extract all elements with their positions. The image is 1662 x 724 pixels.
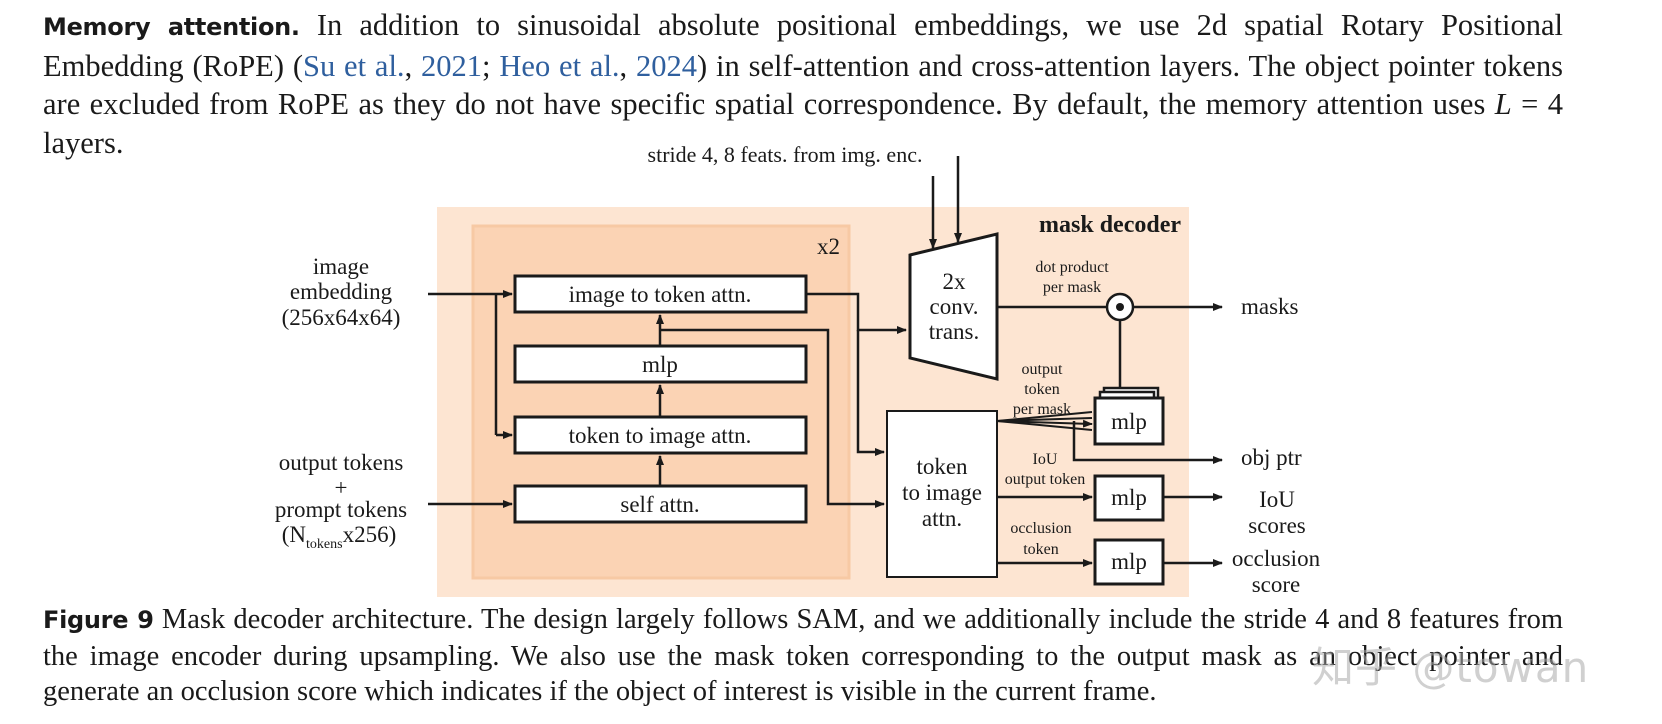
iou-mlp-label: mlp: [1111, 485, 1147, 510]
tokens-dim-label: (Ntokensx256): [282, 522, 397, 552]
output-iou-label-1: IoU: [1259, 487, 1295, 512]
conv-label-1: 2x: [943, 269, 967, 294]
math-equals: = 4: [1511, 87, 1563, 121]
figure-label: Figure 9: [43, 606, 154, 634]
image-to-token-attn-box: [513, 274, 808, 314]
image-embedding-label-3: (256x64x64): [282, 305, 401, 330]
conv-label-2: conv.: [930, 294, 979, 319]
arrow-obj-ptr: [1072, 421, 1223, 464]
top-input-label: stride 4, 8 feats. from img. enc.: [648, 142, 923, 167]
big-attn-label-3: attn.: [922, 506, 962, 531]
output-occlusion-label-2: score: [1252, 572, 1301, 597]
caption-text: Mask decoder architecture. The design la…: [43, 604, 1563, 707]
citation-separator: ,: [404, 48, 422, 83]
conv-label-3: trans.: [929, 319, 979, 344]
paragraph-text: ) in self-attention and cross-attention …: [43, 48, 1563, 122]
big-attn-label-2: to image: [902, 480, 982, 505]
output-token-label-3: per mask: [1013, 401, 1071, 418]
math-variable-L: L: [1494, 87, 1512, 121]
output-iou-label-2: scores: [1248, 513, 1306, 538]
citation-heo-author[interactable]: Heo et al.: [499, 48, 620, 83]
citation-heo-year[interactable]: 2024: [636, 48, 698, 83]
output-token-label-1: output: [1022, 361, 1063, 378]
token-to-image-attn-main-box: [886, 410, 998, 578]
image-embedding-label-2: embedding: [290, 279, 393, 304]
memory-attention-paragraph: Memory attention. In addition to sinusoi…: [43, 6, 1563, 162]
occlusion-token-label-1: occlusion: [1010, 520, 1071, 537]
image-embedding-label-1: image: [313, 254, 369, 279]
paragraph-text: layers.: [43, 125, 124, 160]
conv-trans-block: [908, 232, 999, 381]
self-attn-label: self attn.: [620, 492, 699, 517]
citation-semicolon: ;: [482, 48, 500, 83]
output-occlusion-label-1: occlusion: [1232, 546, 1321, 571]
output-tokens-label-3: prompt tokens: [275, 497, 407, 522]
watermark: 知乎 @towan: [1312, 643, 1590, 692]
iou-token-label-1: IoU: [1033, 451, 1058, 468]
mask-mlp-label: mlp: [1111, 409, 1147, 434]
paragraph-lead: Memory attention.: [43, 13, 300, 41]
big-attn-label-1: token: [916, 454, 968, 479]
output-token-label-2: token: [1024, 381, 1060, 398]
mask-mlp-box: [1093, 396, 1165, 446]
output-tokens-label-2: +: [335, 475, 348, 500]
citation-separator: ,: [619, 48, 637, 83]
arrow-tokens-to-big-attn: [660, 328, 885, 508]
output-masks-label: masks: [1241, 294, 1299, 319]
arrow-image-to-conv: [806, 292, 907, 334]
paragraph-text: In addition to sinusoidal absolute posit…: [43, 8, 1563, 83]
image-to-token-attn-label: image to token attn.: [569, 282, 752, 307]
output-obj-ptr-label: obj ptr: [1241, 445, 1302, 470]
dot-product-label-1: dot product: [1035, 259, 1109, 276]
citation-su-year[interactable]: 2021: [421, 48, 483, 83]
arrow-image-to-big-attn: [856, 330, 885, 456]
repeat-label: x2: [817, 234, 840, 259]
mlp-box-label: mlp: [642, 352, 678, 377]
dot-product-center: [1116, 303, 1124, 311]
occlusion-mlp-label: mlp: [1111, 549, 1147, 574]
citation-su-author[interactable]: Su et al.: [302, 48, 405, 83]
token-to-image-attn-label: token to image attn.: [569, 423, 752, 448]
occlusion-mlp-box: [1093, 538, 1165, 586]
occlusion-token-label-2: token: [1023, 541, 1059, 558]
figure-caption: Figure 9 Mask decoder architecture. The …: [43, 602, 1563, 710]
iou-token-label-2: output token: [1005, 471, 1085, 488]
output-tokens-label-1: output tokens: [279, 450, 404, 475]
dot-product-label-2: per mask: [1043, 279, 1101, 296]
mask-decoder-title: mask decoder: [1039, 212, 1181, 238]
arrow-to-mlp-stack-d: [996, 420, 1093, 431]
